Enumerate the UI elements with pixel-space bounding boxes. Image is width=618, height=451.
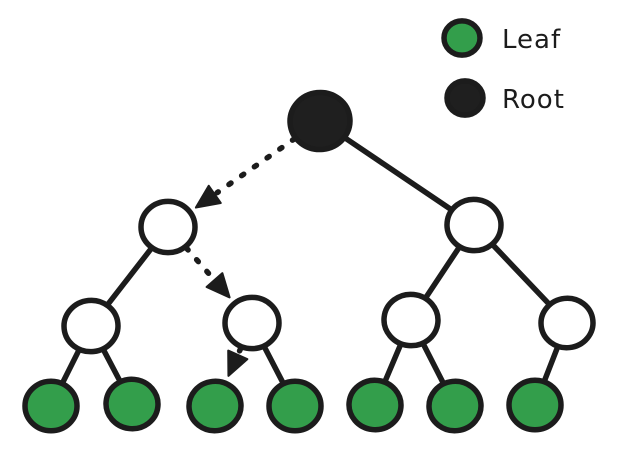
leaf-node-l7 xyxy=(506,377,564,433)
legend-root-swatch-icon xyxy=(444,78,486,118)
leaf-node-l5 xyxy=(346,377,404,433)
edge-i1-i4-dotted xyxy=(183,245,216,281)
internal-node-i3 xyxy=(61,297,121,355)
legend-leaf-swatch-icon xyxy=(441,18,483,58)
internal-node-i2 xyxy=(444,196,504,254)
leaf-node-l6 xyxy=(426,378,484,434)
edge-i5-l5 xyxy=(382,343,403,383)
internal-node-i1 xyxy=(138,198,198,256)
legend-leaf-label: Leaf xyxy=(502,25,561,55)
leaf-node-l1 xyxy=(22,378,80,434)
edge-i1-i3 xyxy=(105,246,154,307)
edge-root-i2 xyxy=(342,135,454,213)
leaf-node-l3 xyxy=(186,378,244,434)
edge-root-i1-dotted xyxy=(214,135,298,196)
edge-i6-l7 xyxy=(542,345,560,383)
nodes-layer xyxy=(22,89,596,434)
edge-i4-l4 xyxy=(262,345,286,385)
edge-i2-i6 xyxy=(490,242,552,307)
legend-root-label: Root xyxy=(502,85,565,115)
edge-i2-i5 xyxy=(423,245,462,300)
edge-i3-l1 xyxy=(60,348,82,385)
edge-i3-l2 xyxy=(101,348,123,383)
edge-i5-l6 xyxy=(421,342,446,385)
edges-layer xyxy=(60,135,560,385)
leaf-node-l4 xyxy=(266,378,324,434)
leaf-node-l2 xyxy=(103,376,161,432)
root-node xyxy=(287,89,353,153)
arrowhead-i4-l3 xyxy=(227,349,249,377)
arrowhead-i1-i4 xyxy=(205,272,231,299)
internal-node-i4 xyxy=(222,294,282,352)
internal-node-i6 xyxy=(538,295,596,351)
arrowhead-root-i1 xyxy=(194,184,222,209)
internal-node-i5 xyxy=(381,291,441,349)
